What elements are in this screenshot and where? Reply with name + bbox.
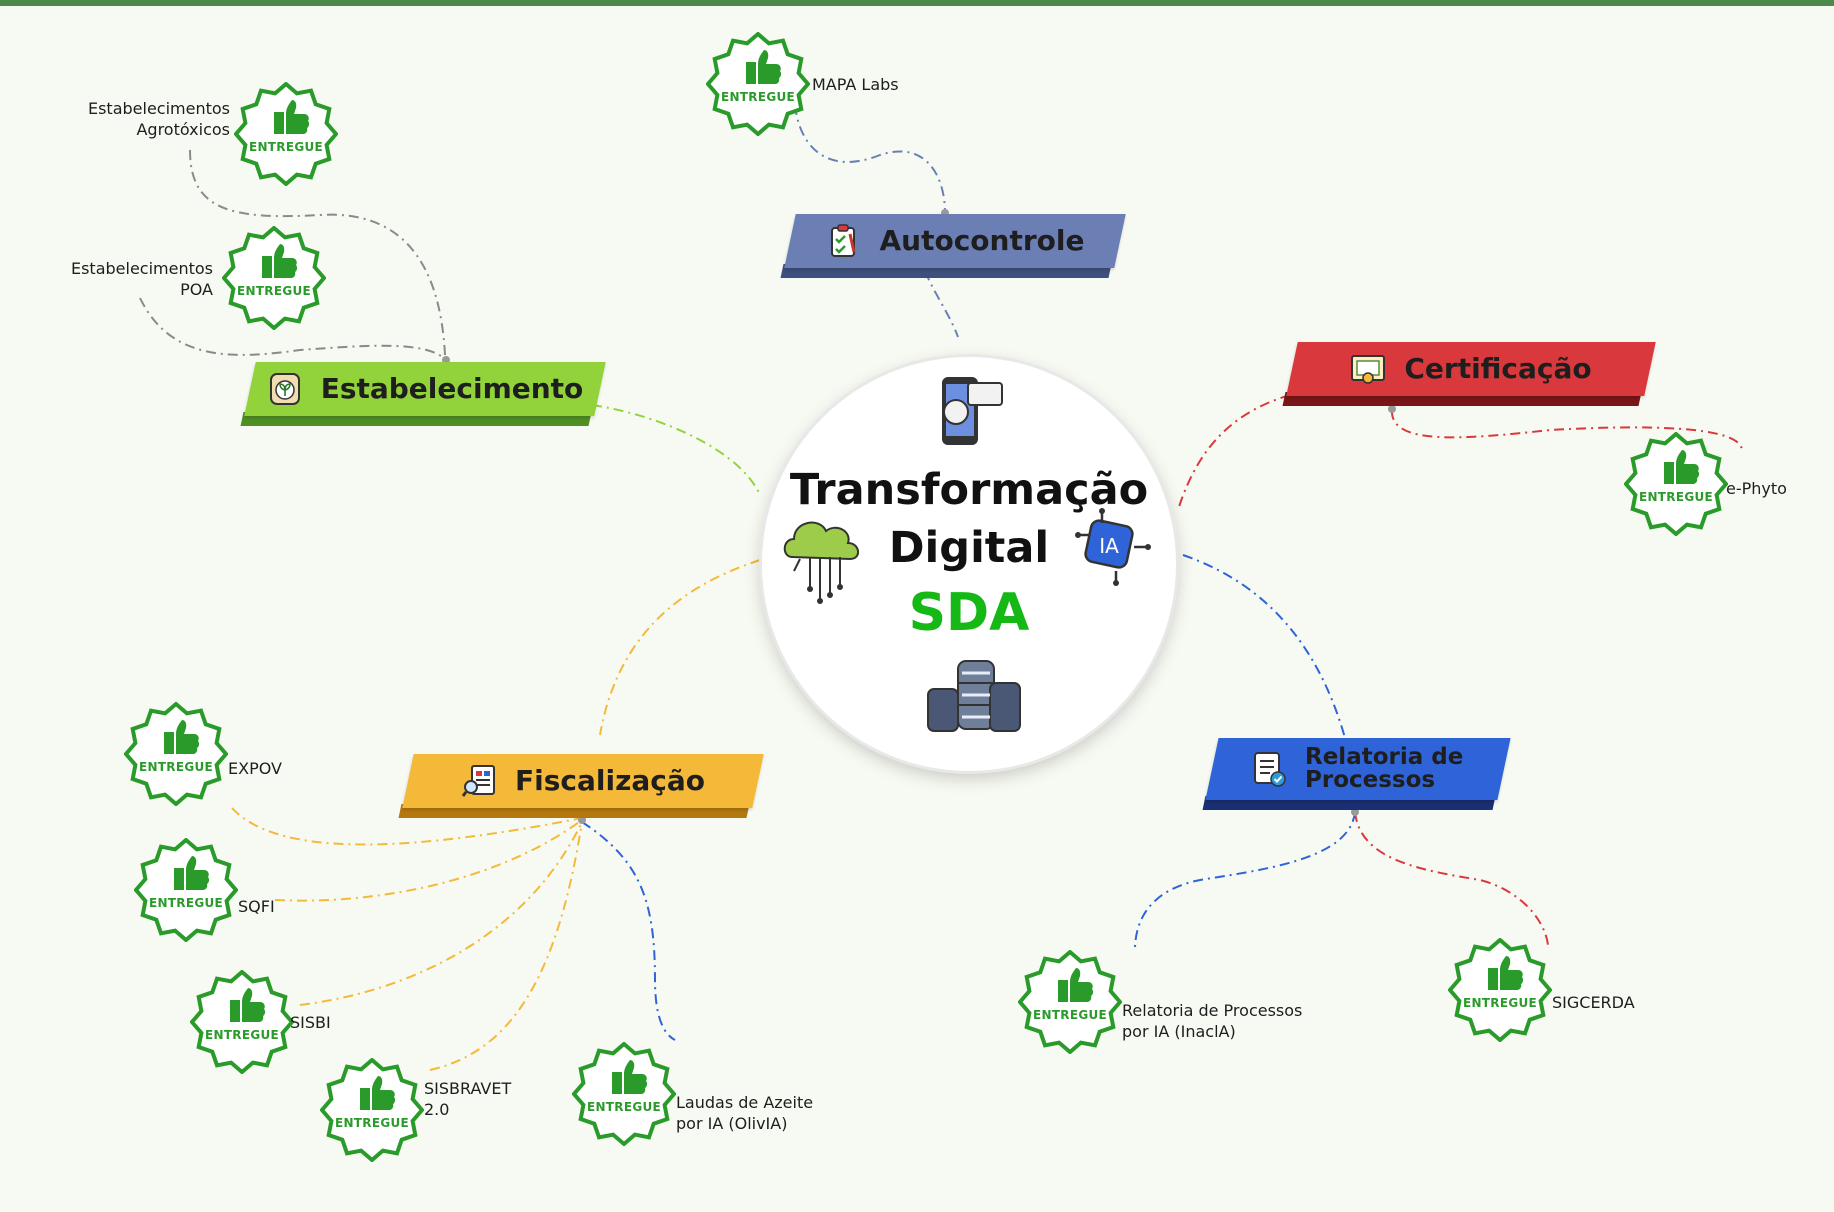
thumbs-up-seal-icon (233, 81, 339, 187)
entregue-text: ENTREGUE (1462, 996, 1538, 1010)
link-sisbi (299, 821, 583, 1006)
thumbs-up-seal-icon (1623, 431, 1729, 537)
delivery-label-mapa-labs: MAPA Labs (812, 75, 899, 94)
link-estabelecimento-center (591, 404, 761, 496)
entregue-badge-mapa-labs: ENTREGUE (705, 31, 811, 137)
branch-label-autocontrole: Autocontrole (879, 224, 1085, 257)
link-ephyto (1390, 409, 1743, 451)
delivery-label-agrotoxicos: Estabelecimentos Agrotóxicos (87, 99, 230, 139)
entregue-text: ENTREGUE (248, 140, 324, 154)
node-dot-relatoria (1351, 808, 1359, 816)
entregue-badge-laudas: ENTREGUE (571, 1041, 677, 1147)
thumbs-up-seal-icon (1017, 949, 1123, 1055)
delivery-label-sisbravet: SISBRAVET 2.0 (424, 1079, 512, 1119)
branch-estabelecimento[interactable]: Estabelecimento (240, 362, 606, 426)
entregue-text: ENTREGUE (1638, 490, 1714, 504)
delivery-label-sigcerda: SIGCERDA (1552, 993, 1635, 1012)
seed-bag-icon (267, 371, 303, 407)
branch-label-fiscalizacao: Fiscalização (515, 764, 705, 797)
entregue-text: ENTREGUE (586, 1100, 662, 1114)
entregue-text: ENTREGUE (236, 284, 312, 298)
entregue-badge-sisbi: ENTREGUE (189, 969, 295, 1075)
branch-autocontrole[interactable]: Autocontrole (780, 214, 1126, 278)
link-sigcerda (1354, 811, 1549, 946)
certificate-icon (1350, 351, 1386, 387)
entregue-text: ENTREGUE (720, 90, 796, 104)
entregue-badge-agrotoxicos: ENTREGUE (233, 81, 339, 187)
delivery-label-expov: EXPOV (228, 759, 282, 778)
delivery-label-poa: Estabelecimentos POA (70, 259, 213, 299)
delivery-label-sqfi: SQFI (238, 897, 275, 916)
node-dot-fiscalizacao (578, 816, 586, 824)
node-dot-certificacao (1388, 405, 1396, 413)
branch-relatoria[interactable]: Relatoria de Processos (1202, 738, 1511, 810)
thumbs-up-seal-icon (221, 225, 327, 331)
checklist-approved-icon (1251, 751, 1287, 787)
thumbs-up-seal-icon (133, 837, 239, 943)
delivery-label-laudas: Laudas de Azeite por IA (OlivIA) (676, 1093, 814, 1133)
link-expov (231, 807, 583, 846)
entregue-badge-sigcerda: ENTREGUE (1447, 937, 1553, 1043)
link-fiscalizacao-center (599, 559, 761, 736)
entregue-text: ENTREGUE (148, 896, 224, 910)
smartphone-chat-icon (932, 375, 1008, 455)
link-sqfi (274, 819, 583, 902)
clipboard-checklist-icon (825, 223, 861, 259)
link-mapalabs (794, 104, 946, 214)
thumbs-up-seal-icon (123, 701, 229, 807)
entregue-badge-poa: ENTREGUE (221, 225, 327, 331)
thumbs-up-seal-icon (571, 1041, 677, 1147)
branch-label-certificacao: Certificação (1404, 352, 1592, 385)
entregue-text: ENTREGUE (1032, 1008, 1108, 1022)
branch-label-estabelecimento: Estabelecimento (320, 372, 584, 405)
entregue-badge-ephyto: ENTREGUE (1623, 431, 1729, 537)
center-title-line2: Digital (888, 523, 1050, 573)
thumbs-up-seal-icon (189, 969, 295, 1075)
entregue-text: ENTREGUE (204, 1028, 280, 1042)
delivery-label-inacia: Relatoria de Processos por IA (InaclA) (1122, 1001, 1303, 1041)
link-certificacao-center (1177, 394, 1291, 511)
link-relatoria-center (1182, 554, 1346, 739)
entregue-badge-sisbravet: ENTREGUE (319, 1057, 425, 1163)
cloud-network-icon (780, 507, 878, 611)
thumbs-up-seal-icon (1447, 937, 1553, 1043)
central-node: Transformação Digital SDA IA (762, 357, 1176, 771)
thumbs-up-seal-icon (705, 31, 811, 137)
entregue-badge-sqfi: ENTREGUE (133, 837, 239, 943)
entregue-badge-inacia: ENTREGUE (1017, 949, 1123, 1055)
link-sisbravet (429, 821, 583, 1071)
delivery-label-ephyto: e-Phyto (1726, 479, 1787, 498)
entregue-text: ENTREGUE (138, 760, 214, 774)
branch-certificacao[interactable]: Certificação (1282, 342, 1656, 406)
delivery-label-sisbi: SISBI (290, 1013, 331, 1032)
entregue-badge-expov: ENTREGUE (123, 701, 229, 807)
link-inacia (1134, 811, 1356, 951)
top-border (0, 0, 1834, 6)
center-title-sda: SDA (908, 583, 1030, 643)
branch-label-relatoria: Relatoria de Processos (1305, 744, 1464, 793)
inspection-report-icon (461, 763, 497, 799)
link-agrotoxicos (189, 149, 446, 356)
ai-chip-label: IA (1099, 534, 1119, 558)
ai-chip-icon: IA (1072, 507, 1152, 591)
thumbs-up-seal-icon (319, 1057, 425, 1163)
database-servers-icon (926, 659, 1022, 739)
entregue-text: ENTREGUE (334, 1116, 410, 1130)
link-autocontrole-center (924, 270, 959, 338)
link-poa (139, 297, 449, 363)
link-laudas (581, 821, 676, 1041)
center-title-line1: Transformação (789, 465, 1149, 515)
branch-fiscalizacao[interactable]: Fiscalização (398, 754, 764, 818)
